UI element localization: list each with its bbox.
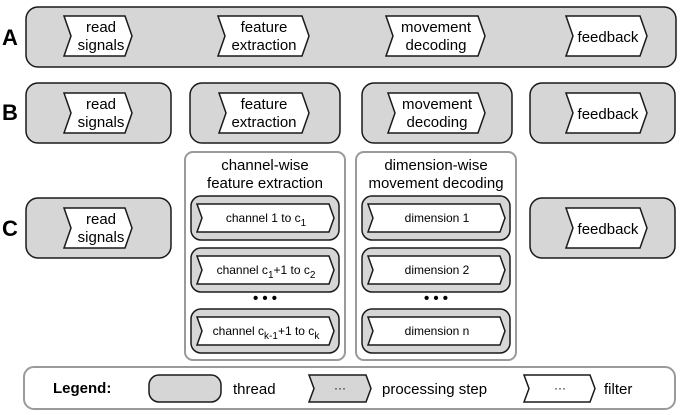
movement-label-line2: decoding	[406, 37, 467, 54]
legend-filter-swatch	[522, 374, 596, 403]
channel-thread-k: channel ck-1+1 to ck	[190, 308, 340, 354]
dimension-group-title-line2: movement decoding	[368, 175, 503, 192]
read-label-line1: read	[86, 19, 116, 36]
row-b-read-signals-filter: read signals	[62, 92, 133, 134]
row-a-movement-decoding-filter: movement decoding	[384, 15, 486, 57]
feature-label-line2: extraction	[231, 114, 296, 131]
channel-item-2-label: channel c1+1 to c2	[217, 263, 316, 281]
row-b-movement-decoding-filter: movement decoding	[386, 92, 486, 134]
row-label-b: B	[2, 100, 18, 125]
channel-thread-2: channel c1+1 to c2	[190, 247, 340, 293]
row-b-feedback-filter: feedback	[564, 92, 648, 134]
dimension-ellipsis: • • •	[424, 290, 448, 307]
movement-label-line1: movement	[402, 96, 473, 113]
row-c-read-signals-filter: read signals	[62, 207, 133, 249]
read-label-line2: signals	[78, 37, 125, 54]
dimension-item-2-label: dimension 2	[405, 263, 470, 277]
read-label-line1: read	[86, 211, 116, 228]
read-label-line2: signals	[78, 229, 125, 246]
legend-processing-step-swatch	[307, 374, 372, 403]
channel-item-1-label: channel 1 to c1	[226, 211, 307, 229]
dimension-item-n-label: dimension n	[405, 324, 470, 338]
row-label-c: C	[2, 216, 18, 241]
legend-processing-step-label: processing step	[382, 381, 487, 398]
read-label-line1: read	[86, 96, 116, 113]
row-label-a: A	[2, 25, 18, 50]
read-label-line2: signals	[78, 114, 125, 131]
feedback-label: feedback	[578, 29, 639, 46]
feature-label-line1: feature	[241, 96, 288, 113]
feature-label-line2: extraction	[231, 37, 296, 54]
dimension-group-title-line1: dimension-wise	[384, 157, 487, 174]
legend-step-symbol: ···	[334, 381, 346, 395]
legend-thread-label: thread	[233, 381, 276, 398]
row-a-thread	[25, 6, 677, 68]
row-c-feedback-filter: feedback	[564, 207, 648, 249]
dimension-thread-2: dimension 2	[361, 247, 511, 293]
feature-label-line1: feature	[241, 19, 288, 36]
movement-label-line1: movement	[401, 19, 472, 36]
row-a-read-signals-filter: read signals	[62, 15, 133, 57]
row-a-feedback-filter: feedback	[564, 15, 648, 57]
channel-item-k-label: channel ck-1+1 to ck	[213, 324, 321, 342]
row-b-feature-extraction-filter: feature extraction	[217, 92, 310, 134]
legend-thread-swatch	[148, 374, 222, 403]
dimension-thread-1: dimension 1	[361, 195, 511, 241]
legend-filter-label: filter	[604, 381, 632, 398]
dimension-thread-n: dimension n	[361, 308, 511, 354]
row-a-feature-extraction-filter: feature extraction	[216, 15, 310, 57]
channel-group-title-line1: channel-wise	[221, 157, 309, 174]
movement-label-line2: decoding	[407, 114, 468, 131]
feedback-label: feedback	[578, 106, 639, 123]
channel-ellipsis: • • •	[253, 290, 277, 307]
feedback-label: feedback	[578, 221, 639, 238]
legend-filter-symbol: ···	[554, 381, 566, 395]
channel-group-title-line2: feature extraction	[207, 175, 323, 192]
legend-title: Legend:	[53, 380, 111, 397]
dimension-item-1-label: dimension 1	[405, 211, 470, 225]
channel-thread-1: channel 1 to c1	[190, 195, 340, 241]
